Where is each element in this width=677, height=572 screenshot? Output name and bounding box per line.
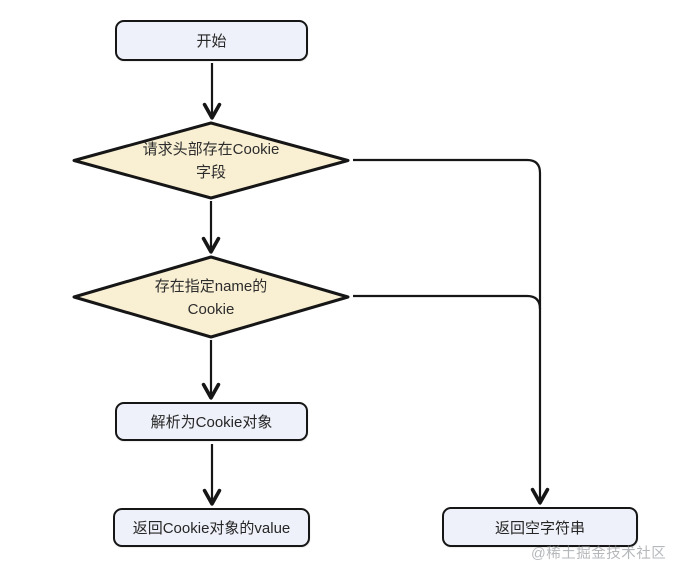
return-empty-node-label: 返回空字符串 (494, 519, 585, 537)
decision-named-cookie-shape (72, 255, 350, 339)
start-node: 开始 (115, 20, 308, 61)
decision-cookie-header-shape (72, 121, 350, 200)
edge-decision2-to-return-empty (353, 294, 542, 310)
return-empty-node: 返回空字符串 (442, 507, 638, 547)
return-value-node: 返回Cookie对象的value (113, 508, 310, 547)
edge-decision1-to-return-empty (353, 158, 550, 505)
juejin-watermark: @稀土掘金技术社区 (531, 546, 667, 562)
return-value-node-label: 返回Cookie对象的value (132, 520, 291, 537)
start-node-label: 开始 (196, 33, 227, 50)
parse-cookie-node-label: 解析为Cookie对象 (150, 414, 273, 431)
parse-cookie-node: 解析为Cookie对象 (115, 402, 308, 441)
